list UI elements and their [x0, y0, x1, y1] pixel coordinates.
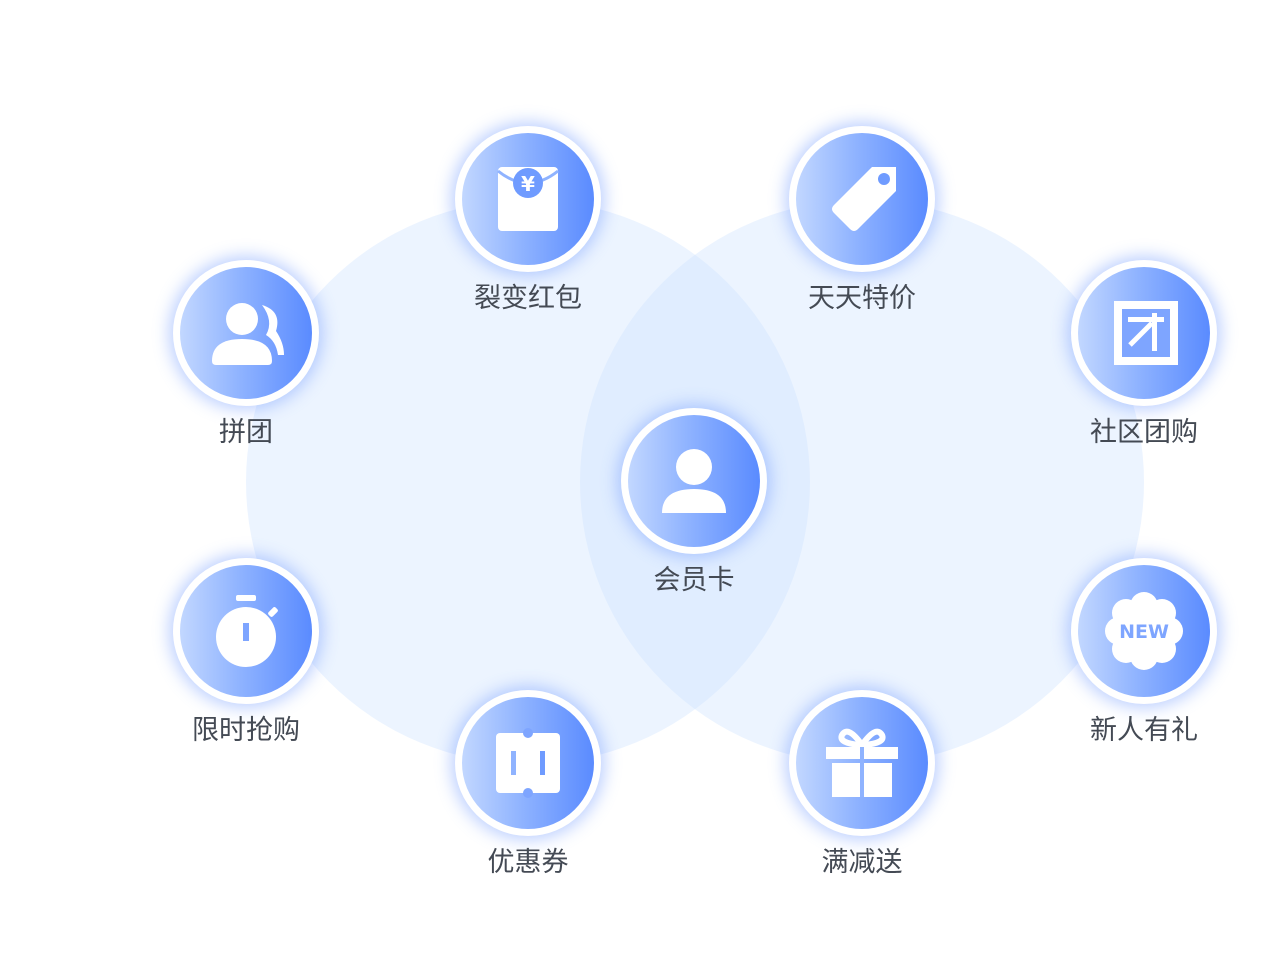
- feature-badge: [789, 690, 935, 836]
- new-badge-text: NEW: [1119, 621, 1169, 643]
- feature-badge: [789, 126, 935, 272]
- price-tag-icon: [796, 133, 928, 265]
- feature-badge: NEW: [1071, 558, 1217, 704]
- feature-label: 拼团: [219, 417, 273, 448]
- feature-label: 裂变红包: [474, 283, 582, 314]
- feature-label: 会员卡: [653, 565, 735, 596]
- group-badge-icon: [1078, 267, 1210, 399]
- feature-label: 优惠券: [487, 847, 569, 878]
- feature-discount-gift[interactable]: 满减送: [772, 690, 952, 880]
- stopwatch-icon: [180, 565, 312, 697]
- svg-text:¥: ¥: [521, 172, 535, 196]
- new-badge-icon: NEW: [1078, 565, 1210, 697]
- feature-red-packet[interactable]: ¥ 裂变红包: [438, 126, 618, 316]
- coupon-icon: [462, 697, 594, 829]
- feature-label: 限时抢购: [192, 715, 300, 746]
- feature-label: 天天特价: [808, 283, 916, 314]
- feature-daily-deals[interactable]: 天天特价: [772, 126, 952, 316]
- feature-label: 满减送: [821, 847, 903, 878]
- feature-community-group[interactable]: 社区团购: [1054, 260, 1234, 450]
- feature-badge: ¥: [455, 126, 601, 272]
- feature-flash-sale[interactable]: 限时抢购: [156, 558, 336, 748]
- feature-label: 社区团购: [1090, 417, 1198, 448]
- user-icon: [628, 415, 760, 547]
- feature-coupon[interactable]: 优惠券: [438, 690, 618, 880]
- feature-new-user-gift[interactable]: NEW 新人有礼: [1054, 558, 1234, 748]
- users-icon: [180, 267, 312, 399]
- feature-member-card[interactable]: 会员卡: [604, 408, 784, 598]
- feature-badge: [455, 690, 601, 836]
- feature-badge: [173, 260, 319, 406]
- gift-icon: [796, 697, 928, 829]
- feature-badge: [173, 558, 319, 704]
- feature-label: 新人有礼: [1090, 715, 1198, 746]
- feature-badge: [1071, 260, 1217, 406]
- feature-badge: [621, 408, 767, 554]
- feature-group-buy[interactable]: 拼团: [156, 260, 336, 450]
- red-envelope-icon: ¥: [462, 133, 594, 265]
